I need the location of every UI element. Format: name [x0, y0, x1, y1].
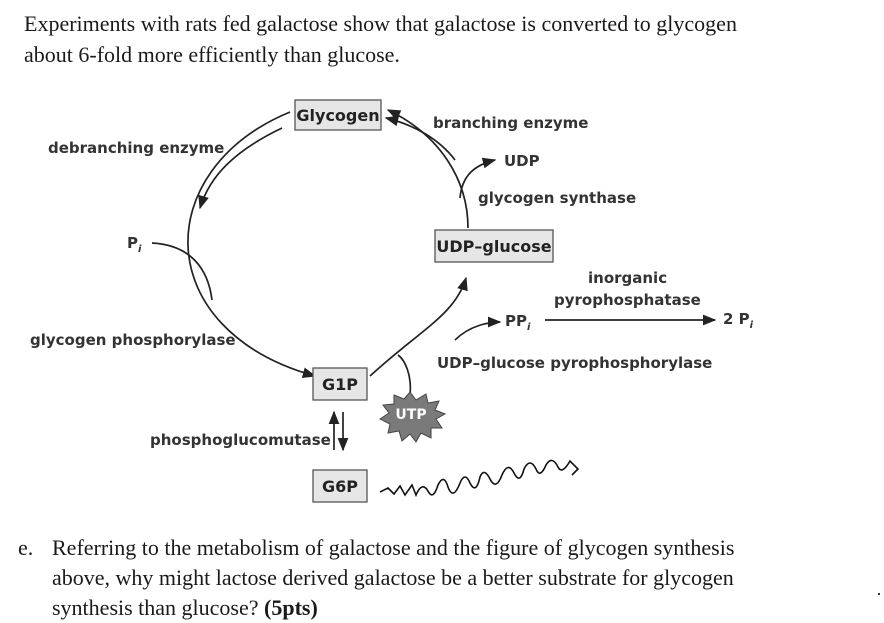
udp-glucose-box: UDP–glucose [434, 229, 554, 263]
question-text: Referring to the metabolism of galactose… [52, 535, 735, 620]
utp-input-curve [397, 354, 412, 396]
handwritten-scribble [379, 459, 580, 498]
question-letter: e. [18, 535, 34, 560]
pyrophosphorylase-arrow [369, 276, 468, 377]
question-points: (5pts) [264, 595, 318, 620]
branching-enzyme-arrow [384, 115, 456, 161]
udp-label: UDP [504, 152, 540, 170]
udp-glucose-pyrophosphorylase-label: UDP–glucose pyrophosphorylase [437, 354, 712, 372]
inorganic-label: inorganic [588, 269, 667, 287]
pi-subscript: i [138, 244, 142, 255]
g6p-node-label: G6P [322, 477, 358, 496]
glycogen-synthase-label: glycogen synthase [478, 189, 636, 207]
udp-glucose-node-label: UDP–glucose [436, 237, 551, 256]
intro-text: Experiments with rats fed galactose show… [24, 11, 737, 67]
glycogen-phosphorylase-label: glycogen phosphorylase [30, 331, 236, 349]
phosphoglucomutase-label: phosphoglucomutase [150, 431, 331, 449]
two-pi-main: 2 P [723, 310, 750, 328]
ppi-subscript: i [527, 322, 531, 333]
pyrophosphatase-label: pyrophosphatase [554, 291, 701, 309]
pi-label: Pi [127, 234, 142, 255]
stray-dot [878, 593, 880, 595]
ppi-main: PP [505, 312, 527, 330]
glycogen-phosphorylase-arrow [187, 111, 317, 378]
branching-enzyme-label: branching enzyme [433, 114, 588, 132]
ppi-label: PPi [505, 312, 531, 333]
glycogen-synthase-arrow [386, 109, 469, 229]
pi-main: P [127, 234, 138, 252]
two-pi-subscript: i [750, 320, 754, 331]
ppi-branch-curve [454, 316, 502, 341]
g1p-node-label: G1P [322, 375, 358, 394]
debranching-enzyme-label: debranching enzyme [48, 139, 224, 157]
g1p-box: G1P [312, 367, 368, 401]
glycogen-box: Glycogen [294, 99, 382, 131]
question-body: Referring to the metabolism of galactose… [52, 533, 792, 623]
udp-output-curve [459, 157, 497, 199]
glycogen-node-label: Glycogen [296, 106, 379, 125]
two-pi-label: 2 Pi [723, 310, 754, 331]
debranching-arrow [198, 127, 283, 210]
pi-input-curve [151, 242, 213, 301]
g6p-box: G6P [312, 469, 368, 503]
utp-starburst: UTP [379, 391, 447, 443]
utp-node-label: UTP [395, 407, 426, 423]
